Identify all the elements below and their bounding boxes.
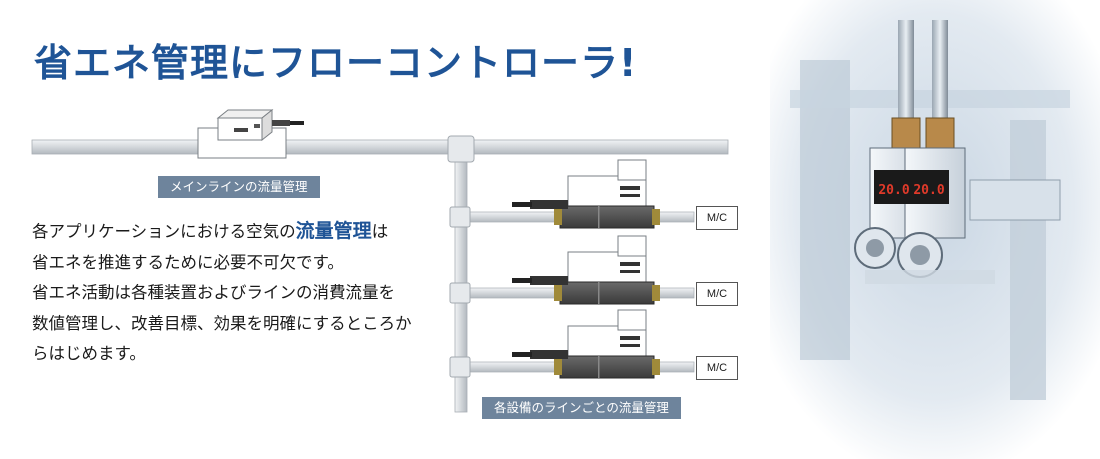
piping-diagram — [31, 108, 729, 413]
display-reading-left: 20.0 — [878, 183, 909, 198]
mc-box-3: M/C — [696, 356, 738, 380]
body-line-5: らはじめます。 — [32, 344, 146, 363]
flow-controller-3 — [512, 309, 660, 379]
page-title: 省エネ管理にフローコントローラ! — [34, 41, 638, 85]
body-line-4: 数値管理し、改善目標、効果を明確にするところか — [32, 313, 412, 333]
air-tube-left — [898, 20, 914, 130]
mc-box-2: M/C — [696, 282, 738, 306]
main-pipe — [31, 139, 729, 155]
flow-controller-1 — [512, 159, 660, 229]
branch-line-1 — [449, 159, 695, 229]
highlight-flow-management: 流量管理 — [295, 220, 372, 242]
main-flow-sensor — [197, 108, 304, 159]
branch-line-2 — [449, 235, 695, 305]
display-reading-right: 20.0 — [913, 183, 944, 198]
body-line-2: 省エネを推進するために必要不可欠です。 — [32, 252, 344, 272]
mc-box-1: M/C — [696, 206, 738, 230]
air-tube-right — [932, 20, 948, 130]
installed-flow-switch-photo: 20.0 20.0 — [770, 0, 1100, 459]
body-line-1: 各アプリケーションにおける空気の流量管理は — [32, 220, 389, 242]
branch-lines-caption: 各設備のラインごとの流量管理 — [482, 397, 681, 419]
body-text: 各アプリケーションにおける空気の流量管理は 省エネを推進するために必要不可欠です… — [32, 216, 452, 370]
body-line-3: 省エネ活動は各種装置およびラインの消費流量を — [32, 283, 395, 302]
main-line-caption: メインラインの流量管理 — [158, 176, 320, 198]
tee-fitting — [447, 135, 475, 163]
branch-line-3 — [449, 309, 695, 379]
flow-controller-2 — [512, 235, 660, 305]
